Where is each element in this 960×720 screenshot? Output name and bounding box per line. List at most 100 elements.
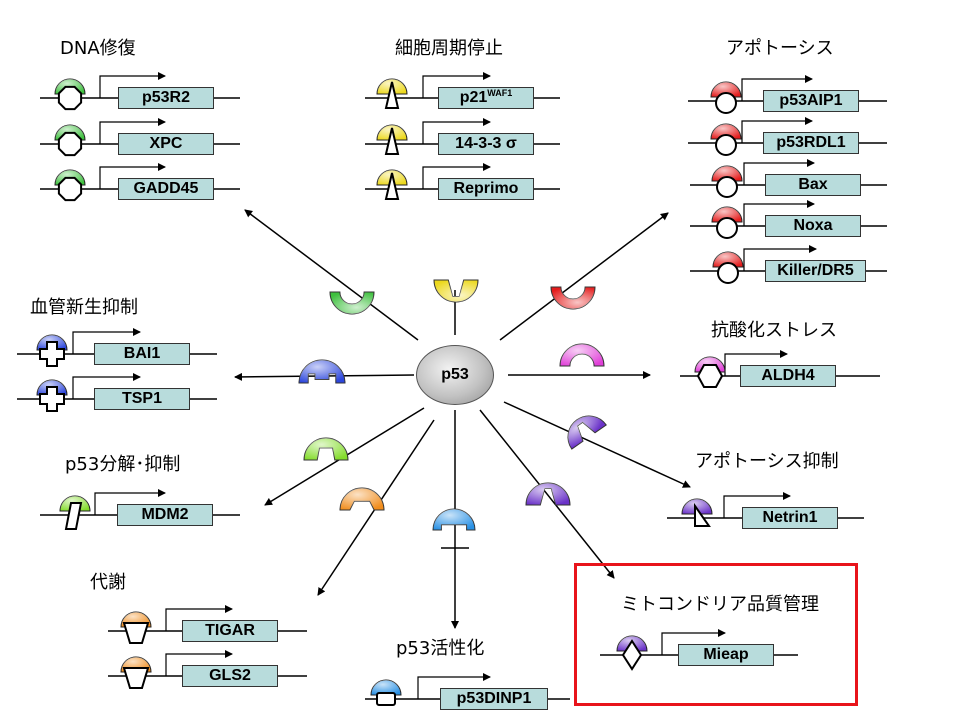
category-cell-cycle-arrest: 細胞周期停止: [395, 38, 503, 59]
gene-box-tigar: TIGAR: [182, 620, 278, 642]
gene-label-gadd45: GADD45: [133, 180, 199, 197]
category-dna-repair: DNA修復: [60, 38, 136, 59]
triangle-element-reprimo: [384, 172, 400, 200]
gene-box-p53rdl1: p53RDL1: [763, 132, 859, 154]
gene-label-gls2: GLS2: [209, 667, 251, 684]
free-p53-degradation: [303, 437, 349, 461]
promoter-elements: [39, 81, 739, 706]
transcription-arrow-bai1: [72, 328, 141, 354]
transcription-arrow-gls2: [165, 650, 233, 676]
free-p53-apoptosis-inhibition: [567, 415, 607, 450]
triangle-element-netrin1: [694, 502, 711, 527]
gene-box-bax: Bax: [765, 174, 861, 196]
gene-label-reprimo: Reprimo: [453, 180, 519, 197]
p53-proteins: [36, 78, 744, 696]
trapezoid-element-tigar: [122, 622, 150, 644]
circle-element-noxa: [716, 217, 738, 239]
gene-box-aldh4: ALDH4: [740, 365, 836, 387]
transcription-arrow-p53r2: [99, 72, 166, 98]
category-antioxidant-stress: 抗酸化ストレス: [711, 320, 837, 341]
category-p53-degradation: p53分解･抑制: [65, 454, 181, 475]
cross-element-bai1: [39, 341, 65, 367]
gene-label-p53r2: p53R2: [141, 89, 191, 106]
gene-box-p53dinp1: p53DINP1: [440, 688, 548, 710]
circle-element-killer: [717, 262, 739, 284]
category-apoptosis-inhibition: アポトーシス抑制: [695, 451, 839, 472]
transcription-arrow-mdm2: [94, 489, 166, 515]
transcription-arrow-p53aip1: [741, 75, 813, 101]
gene-label-mdm2: MDM2: [141, 506, 189, 523]
gene-box-xpc: XPC: [118, 133, 214, 155]
transcription-arrow-noxa: [743, 200, 815, 226]
gene-box-killer-dr5: Killer/DR5: [765, 260, 866, 282]
free-p53-metabolism: [339, 487, 385, 511]
circle-element-p53aip1: [715, 92, 737, 114]
gene-label-tigar: TIGAR: [205, 622, 255, 639]
transcription-arrow-p21: [422, 72, 491, 98]
octagon-element-gadd45: [57, 176, 83, 202]
gene-label-p53aip1: p53AIP1: [779, 92, 843, 109]
trapezoid-element-gls2: [122, 667, 150, 689]
gene-label-bai1: BAI1: [123, 345, 161, 362]
gene-box-mieap: Mieap: [678, 644, 774, 666]
transcription-arrow-mieap: [661, 629, 726, 655]
circle-element-p53rdl1: [715, 134, 737, 156]
category-angiogenesis-inhibition: 血管新生抑制: [30, 297, 138, 318]
gene-label-mieap: Mieap: [703, 646, 749, 663]
regulation-arrows: [72, 72, 817, 699]
transcription-arrow-14-3-3: [422, 118, 491, 144]
transcription-arrow-tigar: [165, 605, 233, 631]
category-mitochondrial-quality: ミトコンドリア品質管理: [621, 594, 819, 615]
triangle-element-p21: [384, 81, 400, 109]
p53-hub: p53: [416, 345, 494, 405]
triangle-element-14-3-3: [384, 127, 400, 155]
mieap-highlight-frame: [574, 563, 858, 706]
category-metabolism: 代謝: [90, 572, 126, 593]
gene-box-p53r2: p53R2: [118, 87, 214, 109]
transcription-arrow-p53rdl1: [741, 117, 813, 143]
free-p53-mitochondrial: [525, 482, 571, 506]
transcription-arrow-gadd45: [99, 163, 166, 189]
gene-box-p53aip1: p53AIP1: [763, 90, 859, 112]
gene-label-bax: Bax: [798, 176, 828, 193]
gene-label-tsp1: TSP1: [121, 390, 162, 407]
gene-label-aldh4: ALDH4: [761, 367, 815, 384]
gene-label-p53dinp1: p53DINP1: [456, 690, 532, 707]
gene-label-14-3-3-sigma: 14-3-3 σ: [455, 135, 517, 152]
gene-label-p53rdl1: p53RDL1: [776, 134, 846, 151]
circle-element-bax: [716, 176, 738, 198]
transcription-arrow-p53dinp1: [417, 673, 491, 699]
hub-arrow-apoptosis: [499, 212, 669, 341]
hub-arrow-apoptosis-inhibition: [503, 401, 691, 488]
cross-element-tsp1: [39, 386, 65, 412]
hub-arrow-dna-repair: [244, 209, 419, 341]
gene-box-tsp1: TSP1: [94, 388, 190, 410]
octagon-element-xpc: [57, 131, 83, 157]
hexagon-element-aldh4: [696, 364, 724, 388]
gene-box-gadd45: GADD45: [118, 178, 214, 200]
square-element-p53dinp1: [376, 692, 396, 706]
gene-box-p21: p21WAF1: [438, 87, 534, 109]
free-p53-apoptosis: [550, 286, 596, 310]
gene-box-noxa: Noxa: [765, 215, 861, 237]
gene-label-netrin1: Netrin1: [762, 509, 818, 526]
gene-label-p21-superscript: WAF1: [487, 88, 513, 98]
category-p53-activation: p53活性化: [396, 638, 485, 659]
transcription-arrow-xpc: [99, 118, 166, 144]
gene-label-p21: p21: [459, 89, 488, 106]
gene-box-gls2: GLS2: [182, 665, 278, 687]
parallelogram-element-mdm2: [64, 502, 83, 530]
transcription-arrow-tsp1: [72, 373, 141, 399]
transcription-arrow-bax: [743, 159, 815, 185]
free-p53-dna-repair: [329, 291, 375, 315]
gene-label-xpc: XPC: [149, 135, 183, 152]
diamond-element-mieap: [621, 639, 643, 671]
gene-box-bai1: BAI1: [94, 343, 190, 365]
free-p53-antioxidant: [559, 343, 605, 367]
gene-label-killer-dr5: Killer/DR5: [777, 262, 854, 279]
transcription-arrow-netrin1: [723, 492, 791, 518]
free-p53-cell-cycle: [433, 279, 479, 303]
octagon-element-p53r2: [57, 85, 83, 111]
gene-box-mdm2: MDM2: [117, 504, 213, 526]
